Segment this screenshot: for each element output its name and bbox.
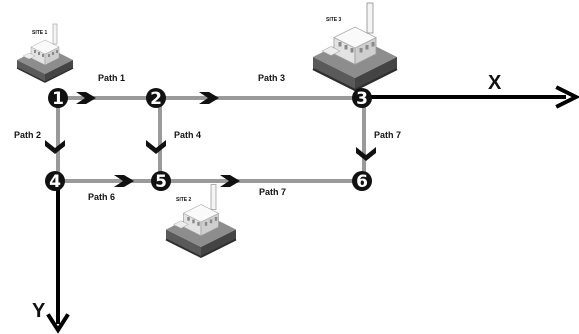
y-axis-label: Y <box>32 300 46 322</box>
direction-chevrons <box>45 92 376 187</box>
chevron-down-icon <box>146 140 166 154</box>
node-number: 6 <box>356 172 368 192</box>
site-label: SITE 3 <box>326 17 342 23</box>
site-3: SITE 3 <box>311 1 399 92</box>
arrow-right-icon <box>555 85 579 109</box>
path-label: Path 1 <box>98 73 125 83</box>
path-labels: Path 1 Path 3 Path 2 Path 4 Path 7 Path … <box>14 73 401 202</box>
node-number: 5 <box>155 172 167 192</box>
path-label: Path 7 <box>374 130 401 140</box>
x-axis: X <box>362 72 579 109</box>
chevron-down-icon <box>45 140 65 154</box>
path-label: Path 2 <box>14 130 41 140</box>
node-number: 4 <box>49 172 61 192</box>
path-lines <box>56 96 366 183</box>
node-5: 5 <box>151 171 171 192</box>
node-3: 3 <box>352 88 372 109</box>
node-1: 1 <box>48 88 68 109</box>
site-1: SITE 1 <box>16 23 74 83</box>
path-label: Path 7 <box>259 187 286 197</box>
path-label: Path 3 <box>258 73 285 83</box>
node-2: 2 <box>146 88 166 109</box>
nodes: 1 2 3 4 5 6 <box>45 88 372 192</box>
node-number: 3 <box>356 89 368 109</box>
node-4: 4 <box>45 171 65 192</box>
x-axis-label: X <box>488 72 502 94</box>
site-label: SITE 2 <box>176 197 192 203</box>
factory-icon <box>165 183 237 258</box>
site-label: SITE 1 <box>32 30 48 36</box>
arrow-down-icon <box>46 313 70 334</box>
node-number: 2 <box>150 89 162 109</box>
node-6: 6 <box>352 171 372 192</box>
path-label: Path 4 <box>174 130 201 140</box>
path-label: Path 6 <box>88 192 115 202</box>
site-2: SITE 2 <box>165 183 237 258</box>
y-axis: Y <box>32 183 70 334</box>
node-number: 1 <box>52 89 64 109</box>
